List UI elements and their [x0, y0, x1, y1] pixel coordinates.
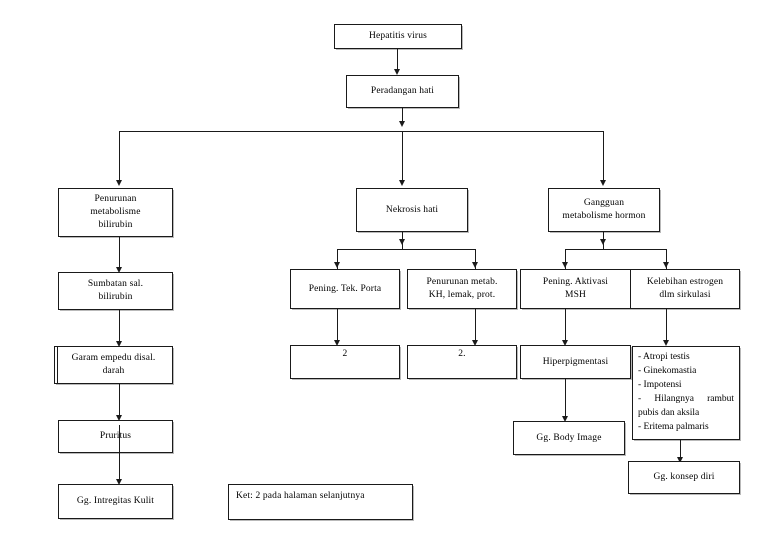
- connector-nekrosis-to-porta: [337, 249, 338, 272]
- node-gg-intregitas-kulit-label: Gg. Intregitas Kulit: [76, 496, 155, 507]
- node-nekrosis-hati: Nekrosis hati: [356, 188, 468, 232]
- node-ref-two-right-label: 2.: [458, 349, 466, 359]
- connector-bus-to-nekrosis: [402, 131, 403, 181]
- symptom-item-4-cont: pubis dan aksila: [638, 407, 700, 418]
- connector-bus-gangguan: [565, 249, 667, 250]
- connector-peradangan-trunk: [402, 108, 403, 124]
- symptom-item-3: - Impotensi: [638, 379, 682, 390]
- connector-sumbatan-to-garam: [119, 310, 120, 343]
- arrowhead-metab: [472, 262, 478, 268]
- connector-nekrosis-to-metab: [475, 249, 476, 272]
- node-ref-two-left: 2: [290, 345, 400, 379]
- arrowhead-msh: [562, 262, 568, 268]
- connector-gangguan-to-estrogen: [666, 249, 667, 272]
- connector-bus-to-bilirubin: [119, 131, 120, 181]
- node-penurunan-metab-kh: Penurunan metab. KH, lemak, prot.: [407, 269, 517, 309]
- connector-bus-nekrosis: [337, 249, 476, 250]
- arrowhead-split-bus: [399, 121, 405, 127]
- connector-pruritus-to-kulit: [119, 425, 120, 481]
- arrowhead-ref2b: [472, 340, 478, 346]
- node-pening-aktivasi-msh-label: Pening. Aktivasi MSH: [542, 277, 609, 300]
- node-garam-empedu-disal-darah-label: Garam empedu disal. darah: [71, 353, 156, 376]
- node-penurunan-metab-kh-label: Penurunan metab. KH, lemak, prot.: [426, 277, 498, 300]
- symptom-item-5: - Eritema palmaris: [638, 421, 709, 432]
- symptom-item-2: - Ginekomastia: [638, 365, 697, 376]
- node-keterangan: Ket: 2 pada halaman selanjutnya: [228, 484, 413, 520]
- node-hiperpigmentasi-label: Hiperpigmentasi: [542, 356, 609, 367]
- node-gg-body-image-label: Gg. Body Image: [536, 432, 602, 443]
- symptom-item-1: - Atropi testis: [638, 352, 690, 362]
- connector-metab-to-ref2b: [475, 309, 476, 342]
- node-gg-intregitas-kulit: Gg. Intregitas Kulit: [58, 484, 173, 519]
- connector-msh-to-hiperpigmentasi: [565, 309, 566, 342]
- node-gg-body-image: Gg. Body Image: [513, 421, 625, 455]
- node-gangguan-metabolisme-hormon: Gangguan metabolisme hormon: [548, 188, 660, 232]
- node-ref-two-right: 2.: [407, 345, 517, 379]
- node-penurunan-metabolisme-bilirubin: Penurunan metabolisme bilirubin: [58, 188, 173, 237]
- node-nekrosis-hati-label: Nekrosis hati: [385, 204, 439, 215]
- node-garam-empedu-disal-darah: Garam empedu disal. darah: [54, 346, 173, 384]
- arrowhead-bilirubin: [116, 180, 122, 186]
- arrowhead-gangguan: [600, 180, 606, 186]
- node-gg-konsep-diri-label: Gg. konsep diri: [653, 472, 715, 483]
- node-hepatitis-virus: Hepatitis virus: [334, 24, 462, 49]
- node-gg-konsep-diri: Gg. konsep diri: [628, 461, 740, 494]
- arrowhead-nekrosis: [399, 180, 405, 186]
- node-peradangan-hati: Peradangan hati: [346, 75, 459, 108]
- node-pruritus-label: Pruritus: [99, 431, 132, 442]
- node-penurunan-metabolisme-bilirubin-label: Penurunan metabolisme bilirubin: [90, 194, 141, 230]
- arrowhead-peradangan: [394, 69, 400, 75]
- connector-garam-to-pruritus: [119, 384, 120, 417]
- node-sumbatan-sal-bilirubin: Sumbatan sal. bilirubin: [58, 272, 173, 310]
- arrowhead-garam: [116, 341, 122, 347]
- connector-estrogen-to-symptoms: [666, 309, 667, 342]
- connector-porta-to-ref2a: [337, 309, 338, 342]
- connector-bilirubin-to-sumbatan: [119, 237, 120, 269]
- arrowhead-estrogen: [663, 262, 669, 268]
- node-sumbatan-sal-bilirubin-label: Sumbatan sal. bilirubin: [87, 279, 144, 302]
- node-pening-aktivasi-msh: Pening. Aktivasi MSH: [520, 269, 631, 309]
- node-pening-tek-porta: Pening. Tek. Porta: [290, 269, 400, 309]
- connector-hepatitis-to-peradangan: [397, 49, 398, 71]
- node-pening-tek-porta-label: Pening. Tek. Porta: [308, 283, 382, 294]
- arrowhead-gangguan-split: [600, 239, 606, 245]
- node-keterangan-label: Ket: 2 pada halaman selanjutnya: [236, 491, 365, 501]
- node-kelebihan-estrogen-label: Kelebihan estrogen dlm sirkulasi: [646, 277, 724, 300]
- node-hepatitis-virus-label: Hepatitis virus: [369, 31, 427, 42]
- node-symptom-list: - Atropi testis - Ginekomastia - Impoten…: [632, 346, 740, 440]
- node-peradangan-hati-label: Peradangan hati: [370, 86, 435, 97]
- arrowhead-sumbatan: [116, 267, 122, 273]
- connector-hiperpigmentasi-to-body-image: [565, 379, 566, 418]
- node-pruritus: Pruritus: [58, 420, 173, 453]
- arrowhead-konsep-diri: [677, 457, 683, 463]
- arrowhead-nekrosis-split: [399, 239, 405, 245]
- arrowhead-pruritus: [116, 415, 122, 421]
- arrowhead-ref2a: [334, 340, 340, 346]
- node-kelebihan-estrogen: Kelebihan estrogen dlm sirkulasi: [630, 269, 740, 309]
- connector-bus-level1: [119, 131, 603, 132]
- arrowhead-body-image: [562, 416, 568, 422]
- arrowhead-symptoms: [663, 340, 669, 346]
- symptom-item-4: - Hilangnya rambut: [638, 393, 734, 404]
- connector-gangguan-to-msh: [565, 249, 566, 272]
- connector-symptoms-to-konsep-diri: [680, 440, 681, 460]
- arrowhead-porta: [334, 262, 340, 268]
- arrowhead-hiperpigmentasi: [562, 340, 568, 346]
- node-hiperpigmentasi: Hiperpigmentasi: [520, 345, 631, 379]
- arrowhead-kulit: [116, 479, 122, 485]
- connector-bus-to-gangguan: [603, 131, 604, 181]
- node-gangguan-metabolisme-hormon-label: Gangguan metabolisme hormon: [562, 198, 646, 221]
- node-ref-two-left-label: 2: [342, 349, 348, 359]
